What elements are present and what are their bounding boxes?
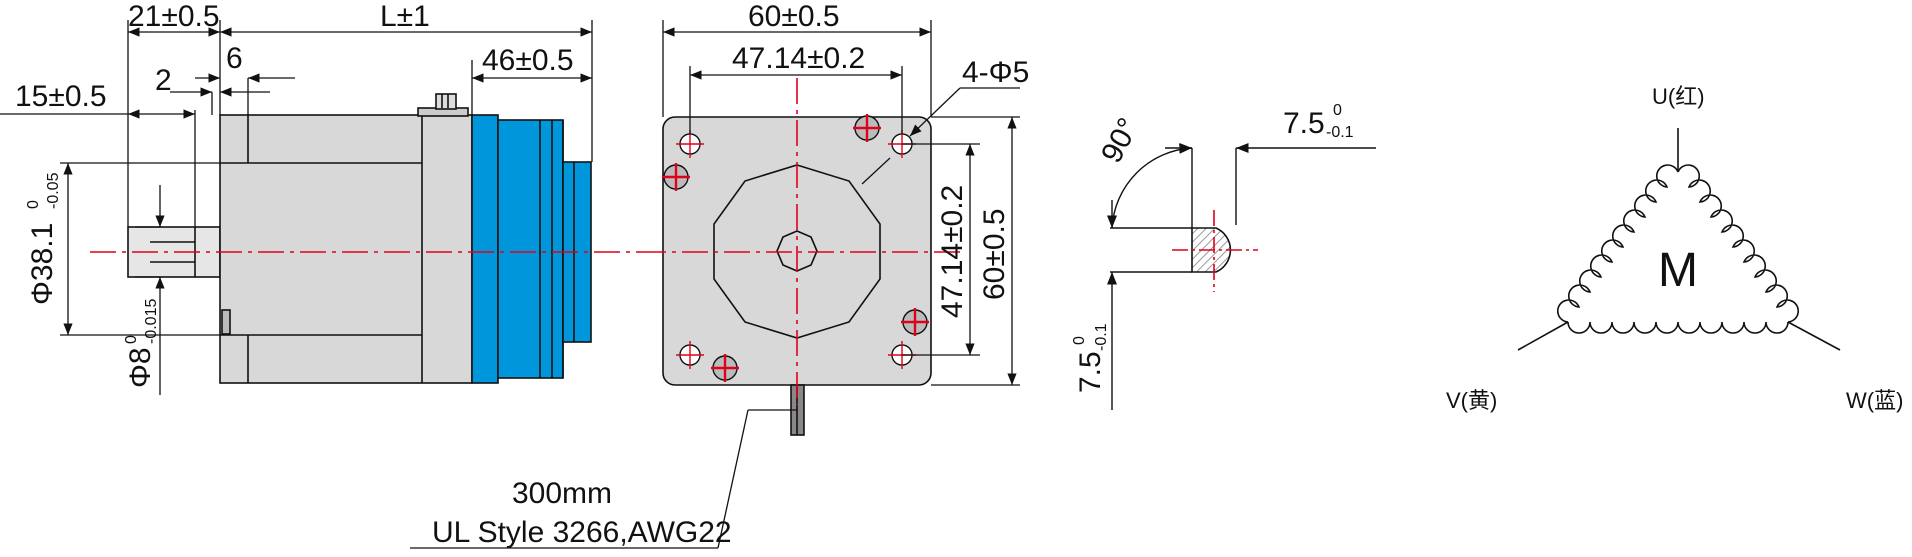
flat-v-lower: -0.1 (1093, 323, 1110, 351)
wiring-diagram (1517, 128, 1841, 351)
dim-length-label: L±1 (380, 0, 430, 33)
dim-diameter-8-lower: -0.015 (143, 299, 160, 344)
motor-label: M (1658, 244, 1698, 297)
cable-leader (410, 409, 797, 549)
flat-h-lower: -0.1 (1326, 124, 1354, 141)
motor-body (219, 114, 473, 384)
cable-length-label: 300mm (512, 477, 612, 510)
shaft-detail (1106, 142, 1376, 410)
flat-v-label: 7.5 (1074, 351, 1107, 393)
dim-bolt-spacing-label: 47.14±0.2 (732, 42, 865, 75)
dim-width-label: 60±0.5 (748, 0, 840, 33)
dim-holes-label: 4-Φ5 (962, 56, 1029, 89)
flat-h-label: 7.5 (1283, 107, 1325, 140)
encoder-housing (471, 114, 499, 384)
dim-15-label: 15±0.5 (15, 80, 107, 113)
dim-6-label: 6 (226, 42, 243, 75)
dim-21-label: 21±0.5 (128, 0, 220, 33)
coil-uw (1677, 164, 1800, 323)
front-dimensions (662, 20, 1020, 386)
dim-46-label: 46±0.5 (482, 44, 574, 77)
dim-diameter-38-label: Φ38.1 (26, 223, 59, 305)
terminal-w-label: W(蓝) (1846, 388, 1903, 413)
front-centerlines (640, 78, 960, 405)
side-dimensions (0, 20, 593, 395)
flat-v-upper: 0 (1071, 336, 1088, 345)
flat-h-upper: 0 (1333, 102, 1342, 119)
dim-diameter-38-lower: -0.05 (45, 172, 62, 209)
lead-w (1787, 321, 1841, 351)
coil-vw (1567, 321, 1789, 334)
dim-2-label: 2 (155, 64, 172, 97)
dim-diameter-8-label: Φ8 (124, 347, 157, 388)
wiring-text: M U(红) V(黄) W(蓝) (1446, 84, 1903, 413)
mounting-holes (679, 133, 913, 366)
dim-diameter-8-upper: 0 (123, 335, 140, 344)
coil-uv (1556, 164, 1679, 323)
side-dim-text: 21±0.5 L±1 6 46±0.5 2 15±0.5 Φ38.1 0 -0.… (15, 0, 574, 388)
cable-spec-label: UL Style 3266,AWG22 (432, 516, 732, 549)
side-view (90, 93, 640, 384)
lead-v (1517, 321, 1569, 351)
shaft-detail-centerlines (1172, 210, 1258, 292)
terminal-u-label: U(红) (1652, 84, 1705, 109)
angle-arc (1111, 143, 1193, 229)
dim-bolt-spacing-v-label: 47.14±0.2 (936, 185, 969, 318)
dim-diameter-38-upper: 0 (25, 200, 42, 209)
terminal-v-label: V(黄) (1446, 388, 1497, 413)
front-dim-text: 60±0.5 47.14±0.2 4-Φ5 47.14±0.2 60±0.5 (732, 0, 1029, 318)
angle-label: 90° (1095, 113, 1145, 169)
dim-height-v-label: 60±0.5 (978, 208, 1011, 300)
